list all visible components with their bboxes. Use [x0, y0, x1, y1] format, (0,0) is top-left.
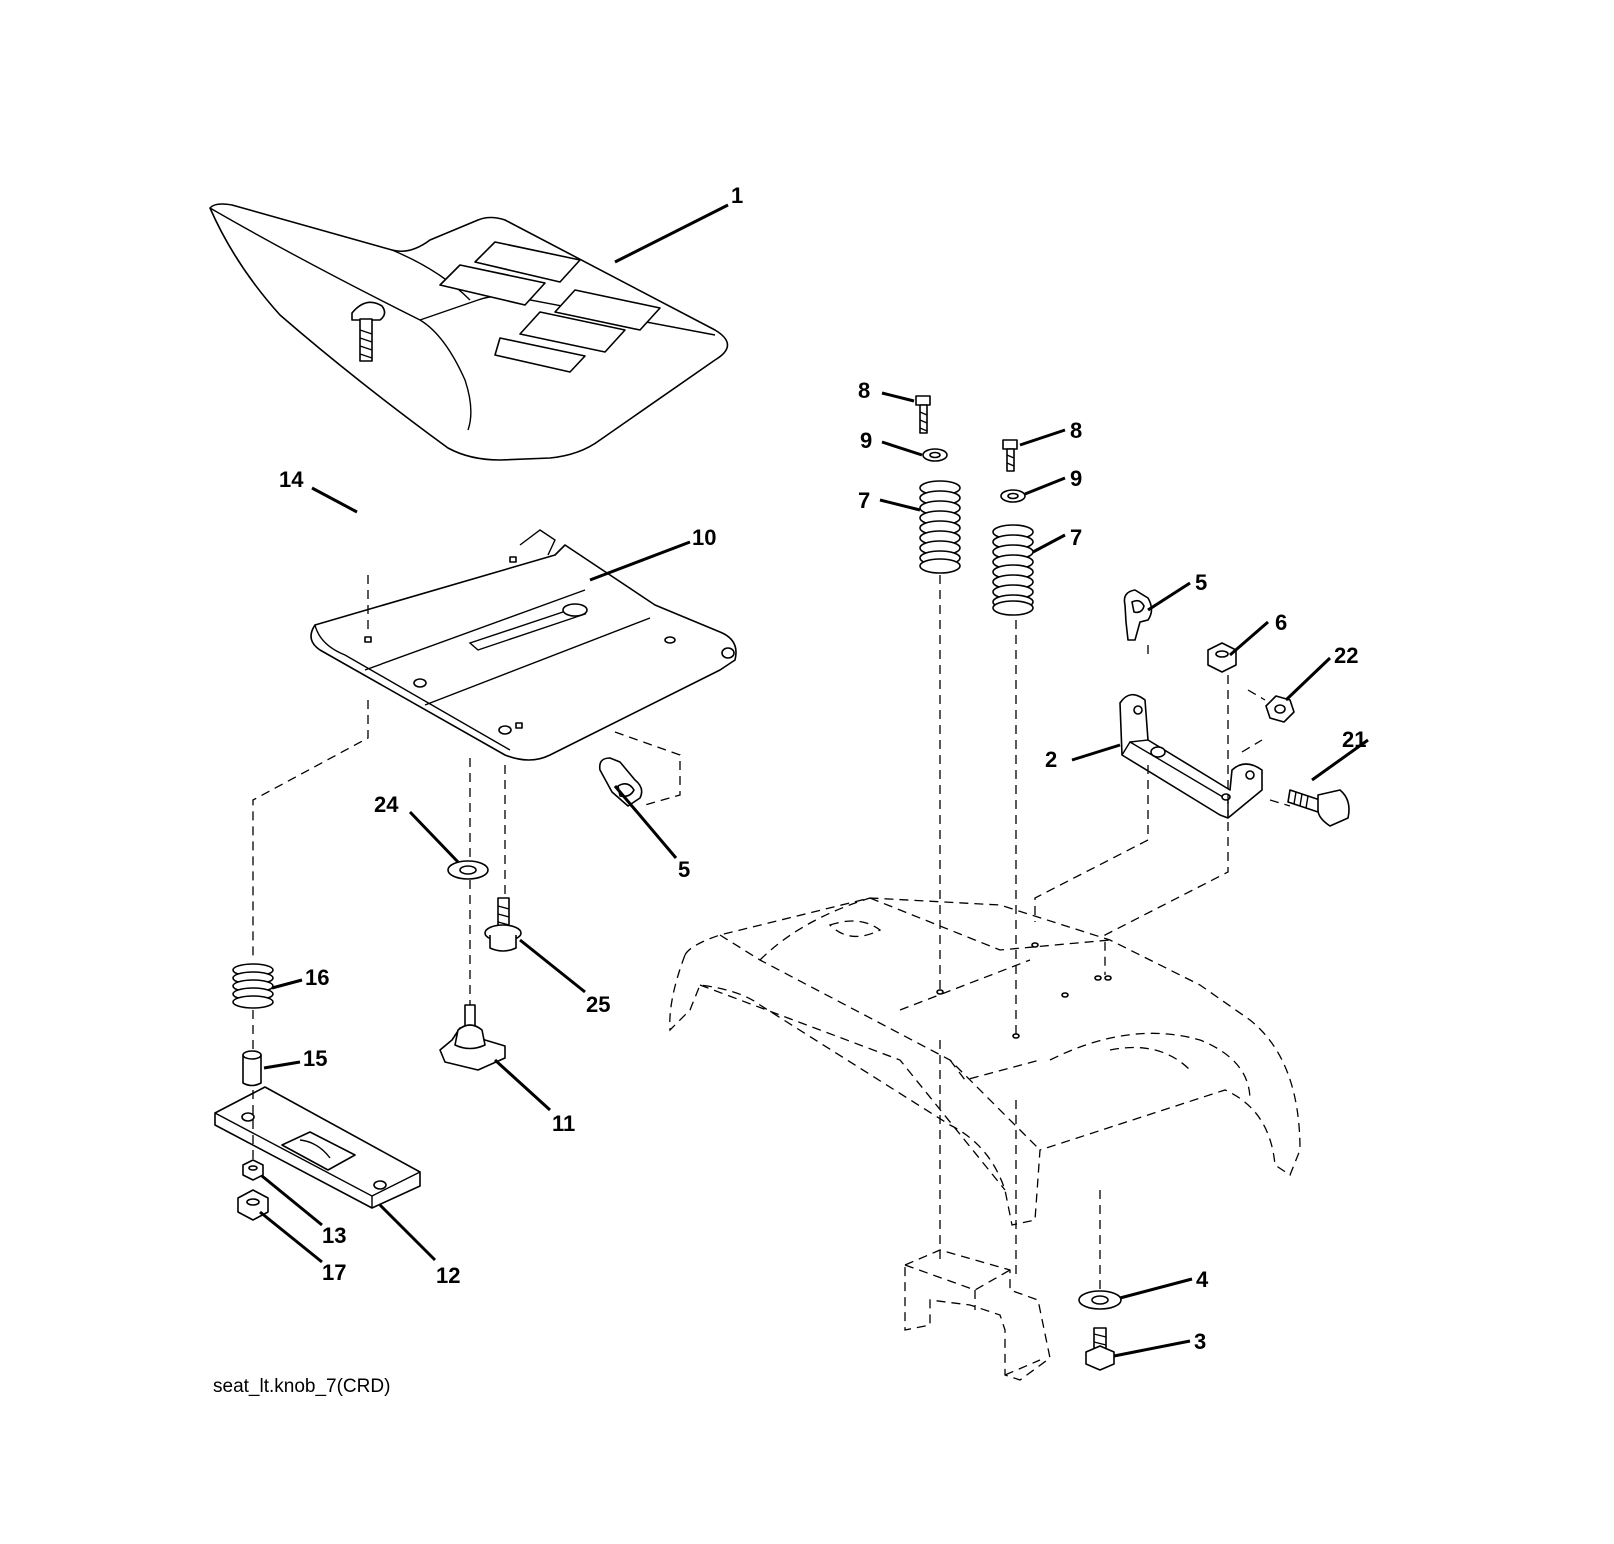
callout-bolt-8-right: 8: [1070, 418, 1082, 443]
bolt-21-part: [1287, 789, 1350, 827]
seat-pads: [439, 241, 661, 373]
bolt-25-part: [484, 897, 522, 952]
diagram-caption: seat_lt.knob_7(CRD): [213, 1376, 390, 1397]
callout-seat: 1: [731, 183, 743, 208]
callout-carriage-bolt: 14: [279, 467, 304, 492]
callout-bolt-21: 21: [1342, 727, 1366, 752]
callout-slide-plate: 12: [436, 1263, 460, 1288]
lower-mount-outline: [904, 1249, 1051, 1381]
callout-washer-4: 4: [1196, 1267, 1209, 1292]
callout-spacer-15: 15: [303, 1046, 327, 1071]
bolt-8-left-part: [915, 395, 931, 434]
frame-outline: [669, 897, 1301, 1226]
bolt-3-part: [1085, 1327, 1115, 1371]
callouts: 1 10 14 5 24 25 16 15 11 12 13 17 8 8 9 …: [279, 183, 1366, 1354]
slide-plate-part: [214, 1086, 421, 1209]
nut-6-part: [1207, 642, 1237, 673]
callout-nut-6: 6: [1275, 610, 1287, 635]
callout-washer-24: 24: [374, 792, 399, 817]
clip-left-part: [598, 757, 643, 807]
spring-16-part: [232, 963, 274, 1009]
callout-clip-left: 5: [678, 857, 690, 882]
clip-right-part: [1123, 589, 1153, 641]
callout-nut-13: 13: [322, 1223, 346, 1248]
callout-bracket: 2: [1045, 747, 1057, 772]
callout-nut-22: 22: [1334, 643, 1358, 668]
callout-seat-pan: 10: [692, 525, 716, 550]
callout-knob: 11: [552, 1111, 575, 1136]
spring-7-right-part: [992, 524, 1034, 616]
spacer-15-part: [242, 1050, 262, 1087]
callout-washer-9-left: 9: [860, 428, 872, 453]
seat-pan-part: [310, 529, 737, 761]
nut-22-part: [1265, 695, 1295, 723]
carriage-bolt-part: [351, 301, 386, 362]
callout-spring-16: 16: [305, 965, 329, 990]
nut-13-part: [242, 1159, 264, 1181]
callout-clip-right: 5: [1195, 570, 1207, 595]
leader-lines: [259, 203, 1369, 1358]
callout-bolt-8-left: 8: [858, 378, 870, 403]
callout-nut-17: 17: [322, 1260, 346, 1285]
callout-bolt-3: 3: [1194, 1329, 1206, 1354]
bolt-8-right-part: [1002, 439, 1018, 472]
bracket-part: [1119, 693, 1263, 819]
washer-9-right-part: [1000, 489, 1026, 503]
washer-4-part: [1078, 1290, 1122, 1310]
callout-bolt-25: 25: [586, 992, 610, 1017]
washer-9-left-part: [922, 448, 948, 462]
spring-7-left-part: [919, 480, 961, 574]
washer-24-part: [447, 860, 489, 880]
callout-spring-7-left: 7: [858, 488, 870, 513]
seat-part: [209, 203, 729, 461]
assembly-lines: [252, 575, 1291, 1290]
callout-washer-9-right: 9: [1070, 466, 1082, 491]
callout-spring-7-right: 7: [1070, 525, 1082, 550]
